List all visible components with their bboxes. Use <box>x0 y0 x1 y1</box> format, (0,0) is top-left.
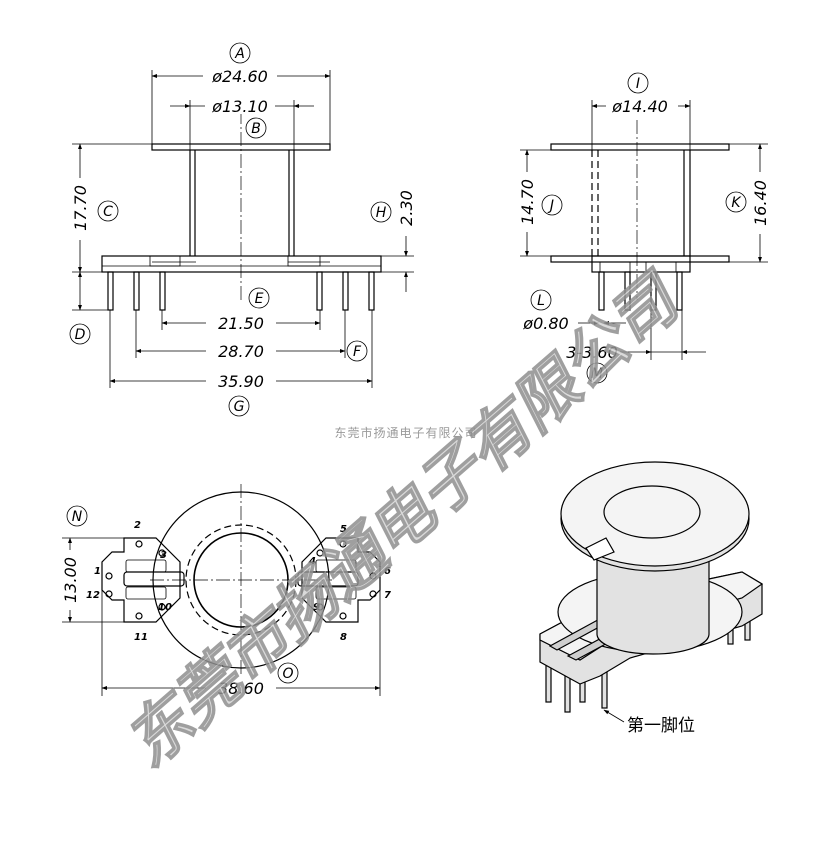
front-view: ø24.60 A ø13.10 B 17.70 C D 2.30 H <box>69 42 416 417</box>
pin-number-12: 12 <box>86 590 100 601</box>
label-h: H <box>376 205 387 221</box>
right-pin-block <box>301 537 381 623</box>
side-top-flange <box>550 143 730 151</box>
label-a: A <box>234 46 245 62</box>
label-n: N <box>72 509 83 525</box>
side-pins <box>598 271 683 311</box>
label-c: C <box>103 204 113 220</box>
label-l: L <box>537 293 545 309</box>
label-e: E <box>255 291 264 307</box>
label-i: I <box>636 76 640 92</box>
left-pin-block <box>101 537 181 623</box>
pin-number-9: 9 <box>313 602 320 613</box>
pin-number-3: 3 <box>160 550 167 561</box>
isometric-view: 第一脚位 <box>539 461 764 736</box>
dim-a-value: ø24.60 <box>211 67 268 86</box>
pin-number-4: 4 <box>308 556 316 567</box>
dim-m-value: 3-3.60 <box>566 343 618 362</box>
dim-j-value: 14.70 <box>518 179 537 225</box>
iso-top-flange <box>560 461 750 567</box>
bottom-view: 1 2 3 4 5 6 7 8 9 10 11 12 13.00 N 38.60… <box>61 484 391 698</box>
dim-c-value: 17.70 <box>71 185 90 231</box>
label-f: F <box>353 344 362 360</box>
dim-k-value: 16.40 <box>751 180 770 226</box>
label-m: M <box>591 366 603 382</box>
dim-e-value: 21.50 <box>218 314 264 333</box>
dim-b-value: ø13.10 <box>211 97 268 116</box>
pin-number-5: 5 <box>340 524 347 535</box>
label-d: D <box>75 327 86 343</box>
dim-l-value: ø0.80 <box>522 314 568 333</box>
pin-number-6: 6 <box>384 566 391 577</box>
front-pins <box>107 271 375 311</box>
dim-n-value: 13.00 <box>61 557 80 603</box>
side-view: ø14.40 I 14.70 J 16.40 K L ø0.80 3-3.60 <box>518 72 770 384</box>
pin-number-11: 11 <box>134 632 148 643</box>
base-block <box>101 255 382 273</box>
label-o: O <box>282 666 293 682</box>
company-name-small: 东莞市扬通电子有限公司 <box>334 425 477 440</box>
dim-o-value: 38.60 <box>218 679 264 698</box>
label-g: G <box>234 399 245 415</box>
label-k: K <box>731 195 742 211</box>
pin-number-2: 2 <box>134 520 141 531</box>
pin-number-7: 7 <box>384 590 391 601</box>
dim-h-value: 2.30 <box>397 190 416 226</box>
label-b: B <box>251 121 261 137</box>
iso-core-tube <box>596 557 710 655</box>
pin-number-1: 1 <box>94 566 101 577</box>
pin-number-8: 8 <box>340 632 347 643</box>
dim-f-value: 28.70 <box>218 342 264 361</box>
pin-holes <box>105 540 377 620</box>
first-pin-label: 第一脚位 <box>627 716 695 736</box>
pin-number-10: 10 <box>158 602 172 613</box>
dim-i-value: ø14.40 <box>611 97 668 116</box>
label-j: J <box>547 198 554 214</box>
dim-g-value: 35.90 <box>218 372 264 391</box>
